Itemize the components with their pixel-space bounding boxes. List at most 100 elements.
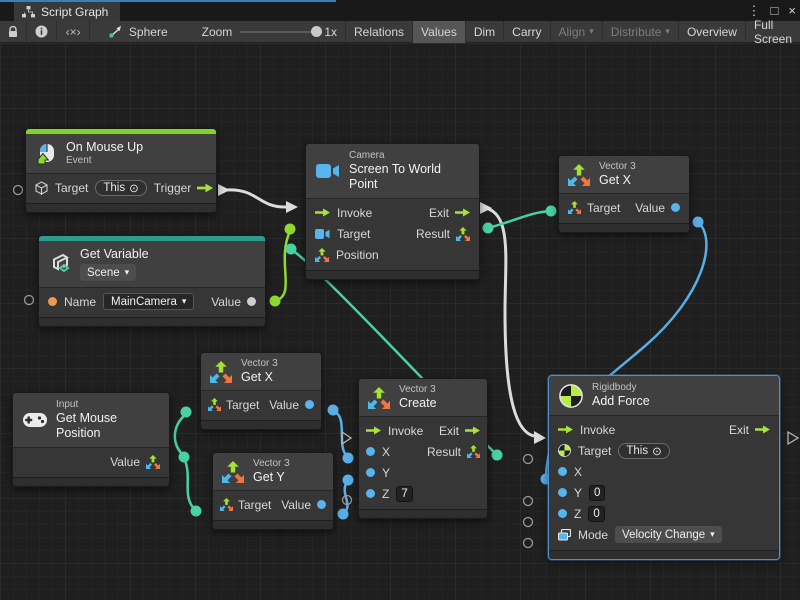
node-title: Get X	[599, 173, 636, 188]
z-value-field[interactable]: 7	[396, 486, 412, 502]
node-category: Vector 3	[599, 161, 636, 173]
lock-button[interactable]	[0, 21, 27, 43]
zoom-slider-handle[interactable]	[311, 26, 322, 37]
node-category: Input	[56, 399, 159, 411]
lock-icon	[8, 26, 18, 38]
gamepad-icon	[23, 413, 47, 427]
distribute-menu[interactable]: Distribute▾	[603, 21, 679, 43]
x-input-port[interactable]	[558, 467, 567, 476]
z-input-port[interactable]	[366, 489, 375, 498]
control-output-port[interactable]	[455, 208, 470, 217]
vector3-port-icon[interactable]	[315, 248, 329, 262]
breadcrumb[interactable]: Sphere	[101, 21, 176, 43]
vector3-icon	[222, 461, 244, 483]
y-label: Y	[574, 486, 582, 500]
target-self-pill[interactable]: This ⊙	[618, 443, 669, 459]
relations-toggle[interactable]: Relations	[345, 21, 413, 43]
vector3-port-icon[interactable]	[467, 445, 480, 458]
node-subtitle: Event	[66, 155, 143, 167]
target-label: Target	[55, 181, 88, 195]
vector3-port-icon[interactable]	[146, 455, 160, 469]
variable-scope-dropdown[interactable]: Scene▾	[80, 264, 136, 281]
string-input-port[interactable]	[48, 297, 57, 306]
x-input-port[interactable]	[366, 447, 375, 456]
target-self-icon: ⊙	[652, 444, 662, 458]
fullscreen-button[interactable]: Full Screen	[746, 21, 800, 43]
node-on-mouse-up[interactable]: On Mouse Up Event Target This ⊙ Trigger	[25, 128, 217, 213]
dim-toggle[interactable]: Dim	[466, 21, 504, 43]
camera-port-icon[interactable]	[315, 229, 330, 239]
mode-dropdown[interactable]: Velocity Change▾	[615, 526, 722, 543]
overview-button[interactable]: Overview	[679, 21, 746, 43]
exit-label: Exit	[429, 206, 449, 220]
node-vector3-create[interactable]: Vector 3 Create Invoke Exit X Result	[358, 378, 488, 519]
control-output-port[interactable]	[465, 426, 480, 435]
control-input-port[interactable]	[315, 208, 330, 217]
maximize-icon[interactable]: □	[771, 3, 779, 18]
value-output-port[interactable]	[305, 400, 314, 409]
node-get-mouse-position[interactable]: Input Get Mouse Position Value	[12, 392, 170, 487]
mode-label: Mode	[578, 528, 608, 542]
z-value-field[interactable]: 0	[588, 506, 604, 522]
target-label: Target	[337, 227, 370, 241]
node-screen-to-world-point[interactable]: Camera Screen To World Point Invoke Exit…	[305, 143, 480, 280]
control-input-port[interactable]	[558, 425, 573, 434]
rigidbody-port-icon[interactable]	[558, 444, 571, 457]
position-label: Position	[336, 248, 379, 262]
node-category: Vector 3	[241, 358, 278, 370]
close-icon[interactable]: ×	[788, 3, 796, 18]
carry-toggle[interactable]: Carry	[504, 21, 550, 43]
tab-script-graph[interactable]: Script Graph	[14, 2, 120, 21]
value-output-port[interactable]	[671, 203, 680, 212]
target-label: Target	[238, 498, 271, 512]
vector3-port-icon[interactable]	[568, 201, 581, 214]
vector3-port-icon[interactable]	[456, 227, 470, 241]
exit-label: Exit	[729, 423, 749, 437]
control-output-port[interactable]	[755, 425, 770, 434]
x-label: X	[574, 465, 582, 479]
node-footer	[39, 317, 265, 326]
node-add-force[interactable]: Rigidbody Add Force Invoke Exit Target T…	[548, 375, 780, 560]
control-output-port[interactable]	[197, 183, 213, 193]
y-value-field[interactable]: 0	[589, 485, 605, 501]
node-title: Create	[399, 396, 437, 411]
target-label: Target	[226, 398, 259, 412]
variable-name-dropdown[interactable]: MainCamera▾	[103, 293, 194, 310]
node-get-y[interactable]: Vector 3 Get Y Target Value	[212, 452, 334, 530]
value-output-port[interactable]	[247, 297, 256, 306]
zoom-label: Zoom	[202, 25, 233, 39]
x-label: X	[382, 445, 390, 459]
window-menu-icon[interactable]: ⋮	[748, 3, 761, 19]
graph-toolbar: ‹×› Sphere Zoom 1x Relations Values Dim …	[0, 21, 800, 43]
z-label: Z	[574, 507, 581, 521]
node-get-variable[interactable]: Get Variable Scene▾ Name MainCamera▾ Val…	[38, 235, 266, 327]
zoom-slider[interactable]	[240, 31, 320, 33]
control-input-port[interactable]	[366, 426, 381, 435]
node-footer	[13, 477, 169, 486]
values-toggle[interactable]: Values	[413, 21, 466, 43]
node-get-x-mid[interactable]: Vector 3 Get X Target Value	[200, 352, 322, 430]
z-input-port[interactable]	[558, 509, 567, 518]
vector3-port-icon[interactable]	[220, 498, 233, 511]
target-self-pill[interactable]: This ⊙	[95, 180, 146, 196]
enum-port-icon[interactable]	[558, 529, 571, 541]
vector3-port-icon[interactable]	[208, 398, 221, 411]
target-self-icon: ⊙	[129, 181, 139, 195]
node-title: Get X	[241, 370, 278, 385]
vector3-icon	[568, 164, 590, 186]
value-output-port[interactable]	[317, 500, 326, 509]
node-footer	[549, 550, 779, 559]
name-label: Name	[64, 295, 96, 309]
chevron-down-icon: ▾	[665, 26, 670, 37]
tab-bar: Script Graph ⋮ □ ×	[0, 0, 800, 21]
breadcrumb-label: Sphere	[129, 25, 168, 39]
y-input-port[interactable]	[366, 468, 375, 477]
info-button[interactable]	[27, 21, 57, 43]
vector3-icon	[210, 361, 232, 383]
align-menu[interactable]: Align▾	[551, 21, 603, 43]
node-get-x-top[interactable]: Vector 3 Get X Target Value	[558, 155, 690, 233]
node-footer	[26, 203, 216, 212]
y-input-port[interactable]	[558, 488, 567, 497]
node-category: Camera	[349, 150, 469, 162]
code-view-button[interactable]: ‹×›	[57, 21, 90, 43]
